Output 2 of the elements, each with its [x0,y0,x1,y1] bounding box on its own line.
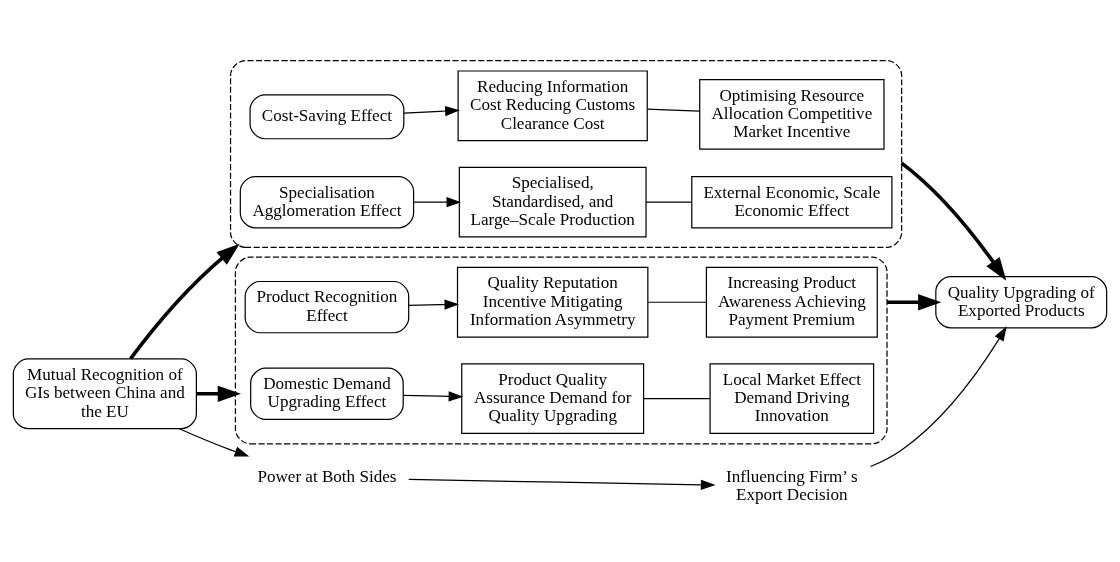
node-text: Power at Both Sides [257,466,397,486]
node-text: Influencing Firm’ s Export Decision [726,466,858,504]
